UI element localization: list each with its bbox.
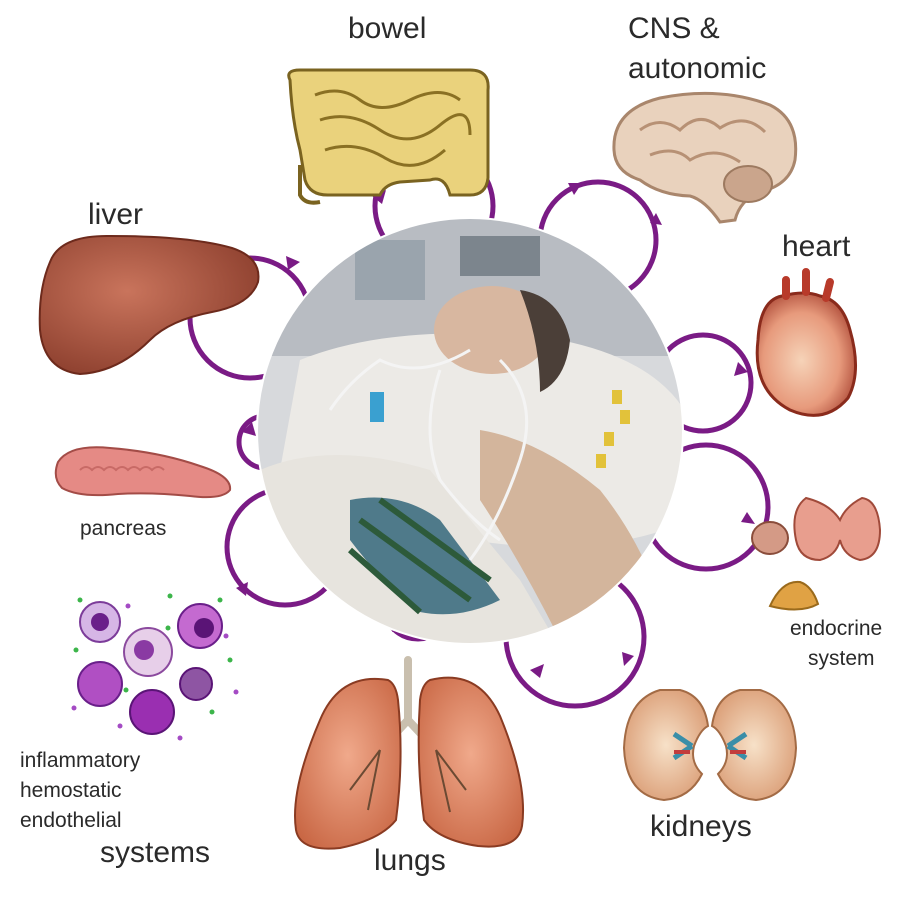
inflammatory-cells-illustration xyxy=(72,594,239,741)
bowel-label: bowel xyxy=(348,12,426,46)
pancreas-label: pancreas xyxy=(80,514,166,543)
endocrine-illustration xyxy=(752,498,880,610)
cns-label-line2: autonomic xyxy=(628,52,766,86)
cns-label-line1: CNS & xyxy=(628,12,720,46)
systems-label: systems xyxy=(100,836,210,870)
heart-illustration xyxy=(757,272,855,415)
lungs-illustration xyxy=(295,660,523,849)
endocrine-label-line2: system xyxy=(808,644,875,673)
kidneys-illustration xyxy=(624,690,796,800)
liver-label: liver xyxy=(88,198,143,232)
bowel-illustration xyxy=(289,70,488,203)
liver-illustration xyxy=(40,236,259,374)
inflammatory-label-line1: inflammatory xyxy=(20,746,140,775)
pancreas-illustration xyxy=(56,447,230,497)
heart-label: heart xyxy=(782,230,850,264)
kidneys-label: kidneys xyxy=(650,810,752,844)
lungs-label: lungs xyxy=(374,844,446,878)
endocrine-label-line1: endocrine xyxy=(790,614,882,643)
inflammatory-label-line2: hemostatic xyxy=(20,776,122,805)
inflammatory-label-line3: endothelial xyxy=(20,806,122,835)
